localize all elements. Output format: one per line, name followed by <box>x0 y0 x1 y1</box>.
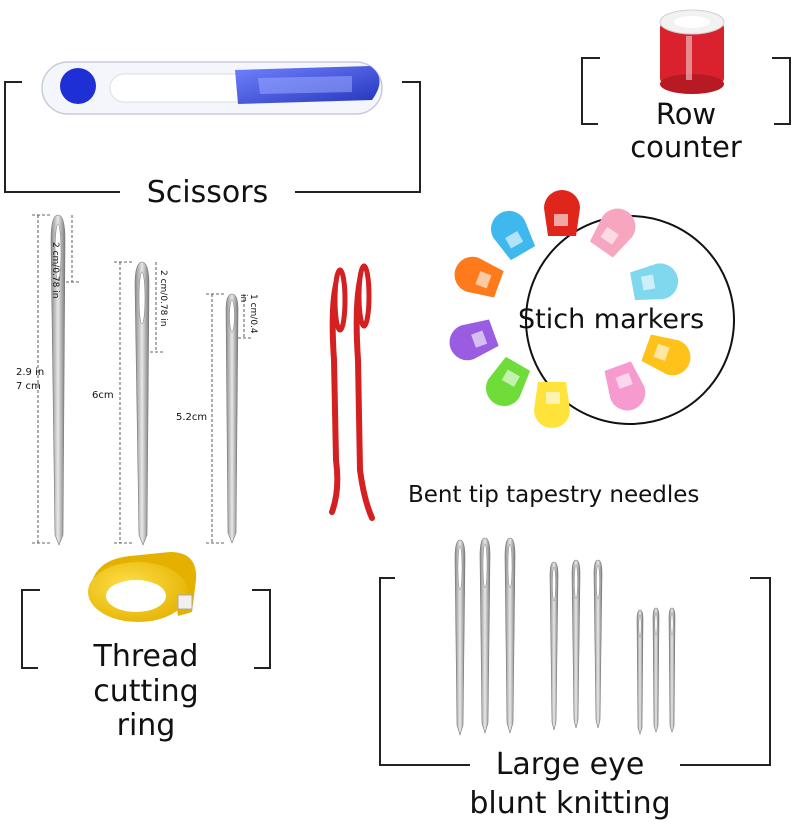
needle1-eye-dimension: 2 cm/0.78 in <box>50 242 60 299</box>
row-counter-image <box>659 9 725 94</box>
stitch-markers-image <box>449 190 691 428</box>
large-eye-needles-image <box>454 537 676 737</box>
thread-label-line1: Thread <box>93 639 199 674</box>
bent-tip-needles-label: Bent tip tapestry needles <box>408 482 700 508</box>
row-counter-label: Row counter <box>600 97 772 165</box>
row-counter-label-line1: Row <box>655 97 717 131</box>
stitch-markers-label: Stich markers <box>518 304 705 335</box>
needle2-length: 6cm <box>92 390 114 401</box>
bent-tip-needles-image <box>329 263 375 521</box>
thread-label-line2: cutting <box>93 673 199 709</box>
thread-label-line3: ring <box>116 708 176 743</box>
needle1-length-cm: 7 cm <box>16 381 41 392</box>
large-eye-label-line1: Large eye <box>485 747 655 783</box>
measured-needles-image <box>32 214 252 546</box>
thread-cutting-ring-label: Thread cutting ring <box>56 639 236 744</box>
brackets <box>4 57 791 766</box>
thread-cutting-ring-image <box>88 552 197 622</box>
large-eye-label-line2: blunt knitting <box>469 785 671 821</box>
needle3-eye-dimension: 1 cm/0.4 in <box>238 294 258 334</box>
scissors-dot <box>60 68 96 104</box>
needle2-eye-dimension: 2 cm/0.78 in <box>158 270 168 327</box>
row-counter-label-line2: counter <box>630 130 742 165</box>
needle1-length-in: 2.9 in <box>16 367 45 378</box>
needle3-length: 5.2cm <box>176 412 208 423</box>
scissors-image <box>41 61 383 115</box>
large-eye-label: Large eye blunt knitting <box>440 747 700 821</box>
scissors-label: Scissors <box>120 175 295 211</box>
